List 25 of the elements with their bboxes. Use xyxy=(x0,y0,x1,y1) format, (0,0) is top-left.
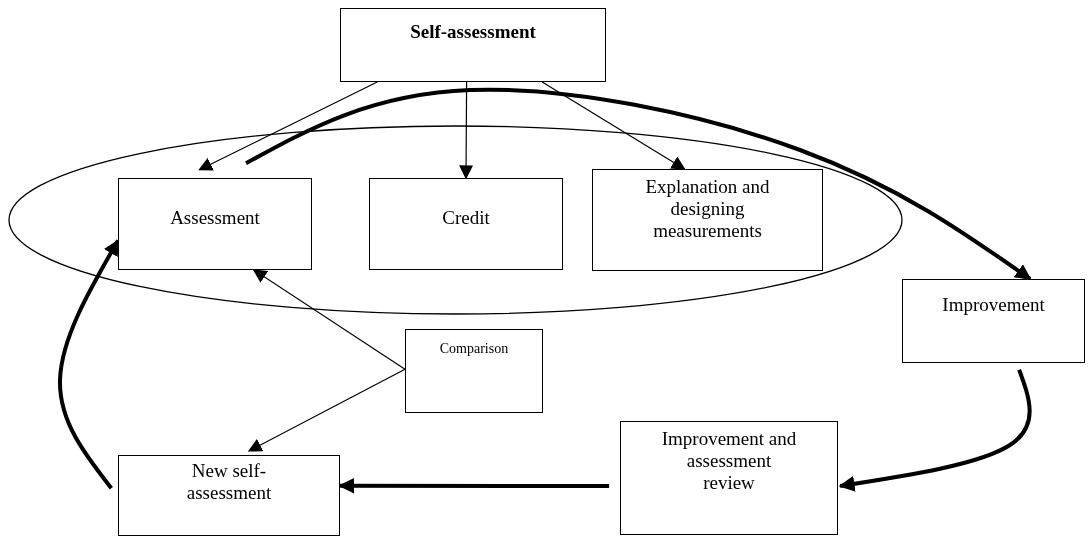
box-label: Explanation and designing measurements xyxy=(644,176,771,242)
box-label: Credit xyxy=(441,207,491,229)
arrow xyxy=(252,269,406,370)
box-label: Self-assessment xyxy=(409,21,537,43)
box-label: Assessment xyxy=(169,207,261,229)
arrow xyxy=(459,81,474,180)
arrow xyxy=(247,368,406,452)
box-label: Improvement xyxy=(941,294,1046,316)
box-label: Comparison xyxy=(438,340,510,358)
box-label: New self-assessment xyxy=(185,460,273,504)
arrow xyxy=(198,81,378,171)
process-box xyxy=(340,8,606,82)
process-box xyxy=(405,329,543,413)
arrow xyxy=(245,87,1032,281)
process-box xyxy=(369,178,563,270)
process-box xyxy=(902,279,1085,363)
arrow xyxy=(838,369,1032,492)
arrow xyxy=(58,239,120,490)
arrow xyxy=(338,477,610,494)
process-box xyxy=(592,169,823,271)
process-box xyxy=(620,421,838,535)
arrow xyxy=(541,81,686,170)
process-box xyxy=(118,455,340,536)
process-box xyxy=(118,178,312,270)
box-label: Improvement and assessment review xyxy=(660,428,798,494)
